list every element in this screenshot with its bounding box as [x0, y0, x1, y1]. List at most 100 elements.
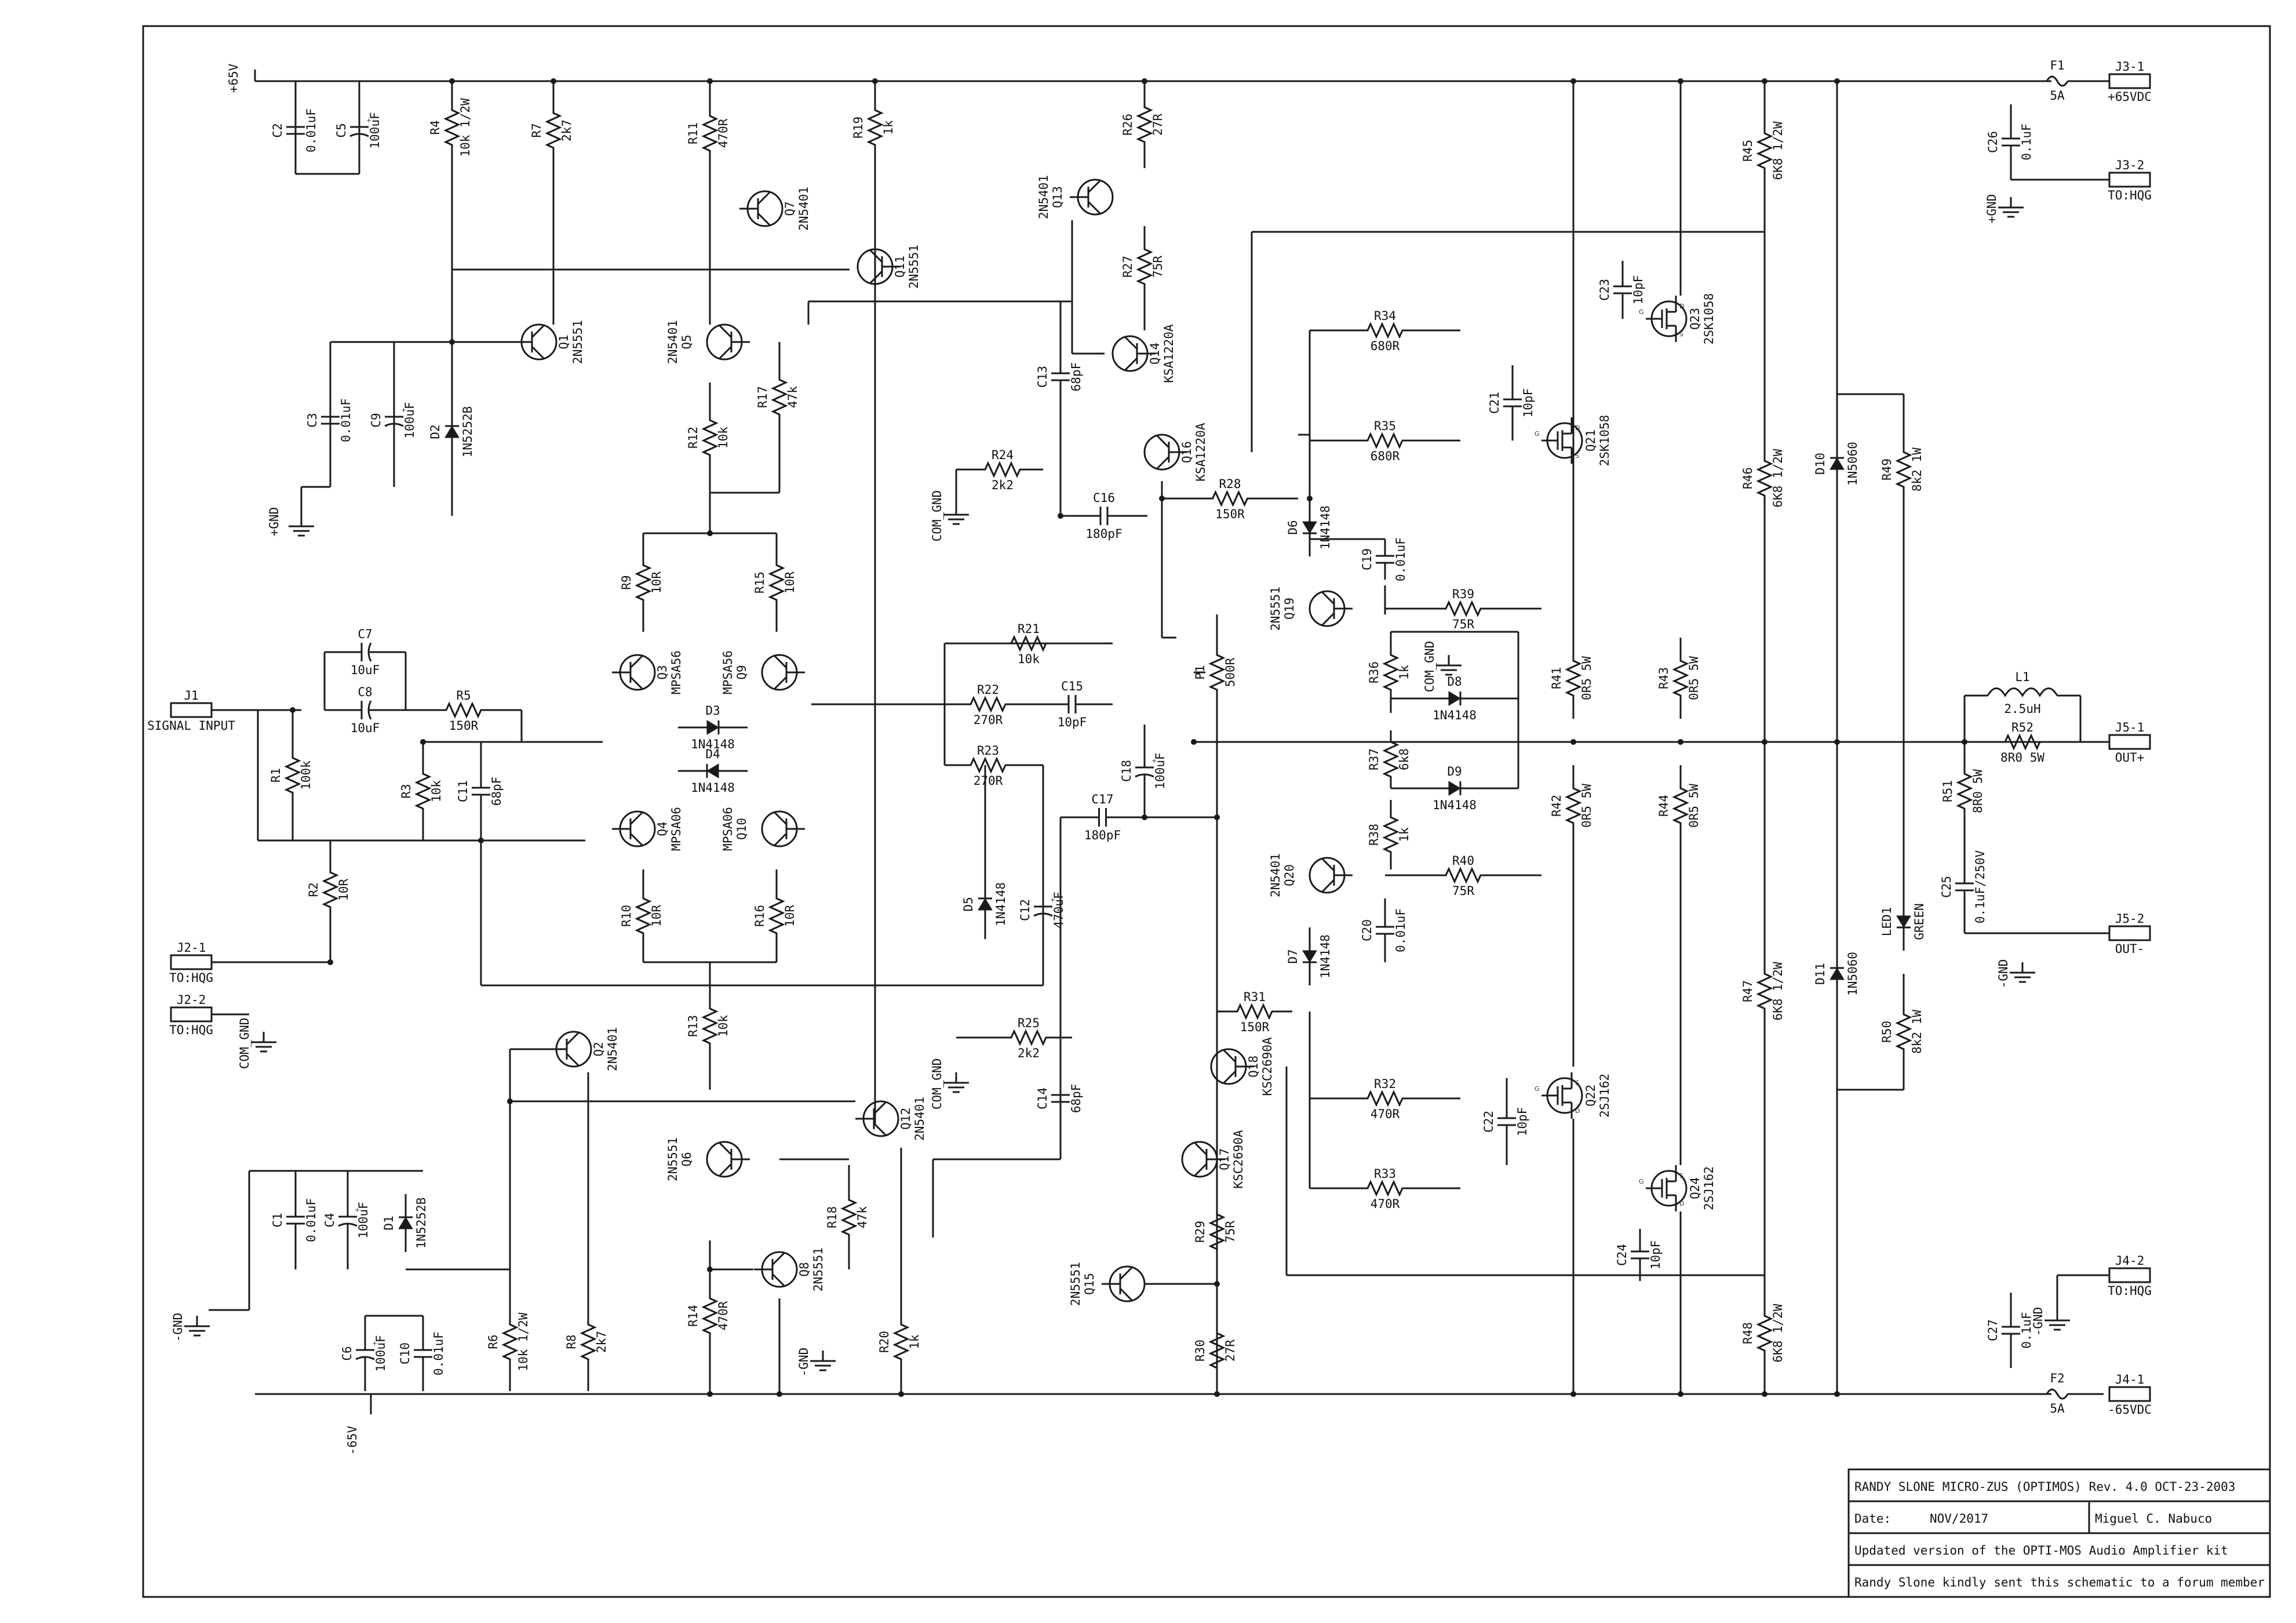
schematic-wire [1310, 322, 1460, 339]
schematic-wire [771, 1273, 785, 1287]
ref-r2: R2 [307, 882, 320, 897]
schematic-wire [872, 78, 878, 84]
part-d11: 1N5060 [1846, 952, 1860, 996]
ref-r49: R49 [1880, 458, 1894, 481]
value-r1: 100k [299, 760, 313, 790]
ref-r13: R13 [686, 1015, 700, 1037]
value-r42: 0R5 5W [1580, 784, 1594, 828]
schematic-wire [2046, 1388, 2069, 1400]
ref-q4: Q4 [655, 821, 669, 836]
ref-r20: R20 [877, 1331, 891, 1353]
value-c6: 100uF [374, 1335, 388, 1371]
schematic-wire [1570, 78, 1576, 84]
ref-c18: C18 [1120, 760, 1134, 782]
schematic-wire [1214, 1281, 1220, 1287]
value-r4: 10k 1/2W [458, 98, 472, 157]
schematic-wire [551, 78, 556, 84]
schematic-wire [945, 635, 1113, 652]
schematic-wire [1194, 1163, 1208, 1177]
part-q5: 2N5401 [666, 320, 680, 364]
schematic-wire [2108, 734, 2151, 750]
ref-f2: F2 [2050, 1371, 2064, 1385]
schematic-wire [1223, 1049, 1237, 1063]
ref-r27: R27 [1121, 256, 1135, 278]
value-r13: 10k [716, 1015, 730, 1037]
ref-r7: R7 [530, 123, 544, 137]
value-r40: 75R [1452, 884, 1474, 898]
schematic-wire [420, 739, 426, 745]
resistor-r41: R41 0R5 5W [1550, 638, 1594, 719]
schematic-wire [898, 1391, 904, 1397]
ref-r4: R4 [428, 120, 442, 134]
value-r3: 10k [429, 780, 443, 802]
ref-r41: R41 [1550, 667, 1564, 689]
schematic-wire [629, 676, 643, 690]
ref-q5: Q5 [680, 334, 694, 349]
ref-d4: D4 [705, 747, 720, 761]
ref-r14: R14 [686, 1305, 700, 1327]
ground-symbol: -GND [2031, 1307, 2070, 1336]
schematic-wire [327, 959, 333, 965]
schematic-wire [1208, 614, 1226, 730]
schematic-wire [338, 1222, 358, 1227]
schematic-wire [1124, 336, 1138, 350]
schematic-wire [1962, 739, 1967, 745]
title-block-note1: Updated version of the OPTI-MOS Audio Am… [1854, 1544, 2228, 1558]
resistor-r13: R13 10k [686, 962, 730, 1090]
part-d10: 1N5060 [1846, 442, 1860, 486]
value-r22: 270R [974, 713, 1003, 727]
value-c10: 0.01uF [432, 1331, 446, 1375]
schematic-wire [635, 869, 652, 962]
schematic-wire [1033, 912, 1053, 917]
value-r41: 0R5 5W [1580, 656, 1594, 700]
part-q24: 2SJ162 [1702, 1166, 1716, 1210]
schematic-wire [2108, 1267, 2151, 1283]
schematic-wire [1829, 457, 1845, 470]
schematic-wire [1119, 1287, 1133, 1301]
value-r35: 680R [1371, 449, 1400, 463]
ref-r9: R9 [619, 575, 633, 589]
ref-r18: R18 [825, 1206, 839, 1228]
schematic-wire [945, 696, 1032, 713]
ref-d9: D9 [1447, 765, 1462, 778]
schematic-wire [985, 1029, 1072, 1046]
schematic-wire [1834, 78, 1840, 84]
schematic-wire [1762, 1391, 1767, 1397]
value-c17: 180pF [1084, 828, 1121, 842]
part-q11: 2N5551 [907, 245, 921, 289]
ref-d10: D10 [1813, 453, 1827, 475]
schematic-wire [1756, 927, 1773, 1055]
ref-c25: C25 [1940, 876, 1954, 898]
gnd-label: +GND [267, 507, 281, 537]
schematic-wire [1570, 1391, 1576, 1397]
schematic-wire [290, 707, 296, 713]
schematic-wire [1307, 496, 1313, 501]
ground-symbol: COM_GND [1423, 641, 1462, 692]
